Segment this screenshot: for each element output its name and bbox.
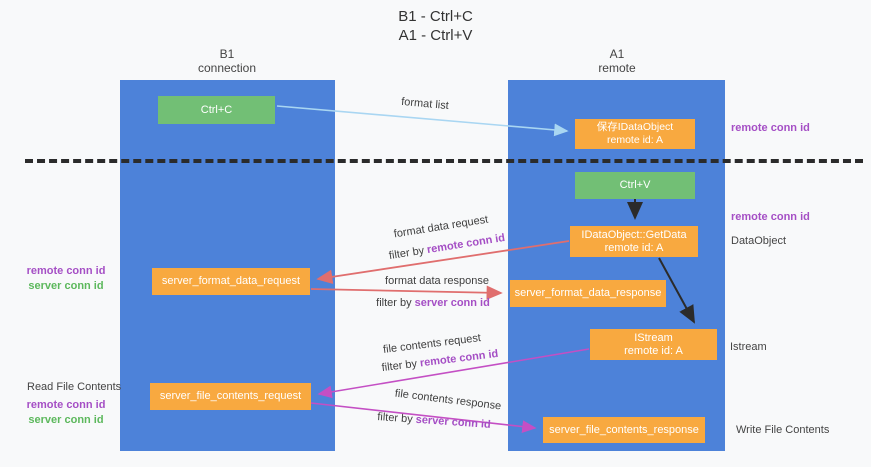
label-remote-conn-id-top-left: remote conn id (26, 265, 106, 277)
node-ctrl-v-label: Ctrl+V (619, 179, 651, 191)
node-save-idataobject-line1: 保存IDataObject (596, 121, 674, 133)
node-ctrl-c: Ctrl+C (158, 96, 275, 124)
filter-by-text: filter by (376, 297, 412, 309)
node-ctrl-v: Ctrl+V (575, 172, 695, 199)
node-getdata-line2: remote id: A (604, 241, 664, 254)
filter-key-server-conn-id: server conn id (414, 297, 490, 309)
title-line-2: A1 - Ctrl+V (398, 27, 473, 44)
edge-label-file-contents-response: file contents response (394, 388, 502, 413)
node-server-format-data-response-label: server_format_data_response (514, 287, 662, 299)
node-server-file-contents-request: server_file_contents_request (150, 383, 311, 410)
label-write-file-contents: Write File Contents (736, 424, 830, 436)
diagram-title: B1 - Ctrl+C A1 - Ctrl+V (0, 7, 871, 45)
lane-header-a1: A1 remote (550, 47, 684, 75)
node-idataobject-getdata: IDataObject::GetData remote id: A (570, 226, 698, 257)
filter-key-remote-conn-id: remote conn id (426, 231, 506, 257)
edge-label-format-data-response-text: format data response (385, 275, 489, 287)
label-dataobject: DataObject (731, 235, 787, 247)
lane-b1-role: connection (197, 61, 257, 75)
lane-a1-name: A1 (609, 47, 625, 61)
filter-key-remote-conn-id: remote conn id (419, 347, 499, 370)
label-server-conn-id-bottom-left: server conn id (28, 414, 104, 426)
label-server-conn-id-top-left: server conn id (28, 280, 104, 292)
phase-separator-dashed-line (25, 159, 863, 163)
arrow-format-data-response (310, 285, 503, 300)
lane-b1-name: B1 (219, 47, 235, 61)
filter-by-text: filter by (376, 411, 414, 426)
node-save-idataobject: 保存IDataObject remote id: A (575, 119, 695, 149)
lane-header-b1: B1 connection (160, 47, 294, 75)
node-getdata-line1: IDataObject::GetData (581, 228, 687, 241)
node-save-idataobject-line2: remote id: A (606, 134, 664, 146)
label-remote-conn-id-bottom-left: remote conn id (26, 399, 106, 411)
filter-key-server-conn-id: server conn id (415, 413, 492, 431)
node-istream-line1: IStream (634, 331, 673, 344)
node-server-file-contents-response-label: server_file_contents_response (549, 423, 699, 436)
label-read-file-contents: Read File Contents (27, 381, 122, 393)
edge-label-format-list: format list (401, 96, 450, 112)
lane-a1-role: remote (598, 61, 636, 75)
node-server-format-data-request: server_format_data_request (152, 268, 310, 295)
label-remote-conn-id-mid-right: remote conn id (731, 211, 810, 223)
node-istream: IStream remote id: A (590, 329, 717, 360)
node-ctrl-c-label: Ctrl+C (200, 103, 233, 116)
title-line-1: B1 - Ctrl+C (398, 8, 473, 25)
filter-by-text: filter by (388, 244, 426, 263)
label-remote-conn-id-top-right: remote conn id (731, 122, 810, 134)
node-server-file-contents-response: server_file_contents_response (543, 417, 705, 443)
edge-label-format-list-text: format list (400, 95, 450, 113)
edge-label-format-data-response: format data response (385, 275, 489, 287)
node-server-format-data-response: server_format_data_response (510, 280, 666, 307)
node-istream-line2: remote id: A (624, 344, 683, 357)
label-istream: Istream (730, 341, 767, 353)
filter-by-text: filter by (381, 357, 418, 375)
node-server-file-contents-request-label: server_file_contents_request (159, 390, 302, 402)
node-server-format-data-request-label: server_format_data_request (161, 275, 301, 287)
edge-label-file-contents-response-text: file contents response (394, 387, 502, 413)
